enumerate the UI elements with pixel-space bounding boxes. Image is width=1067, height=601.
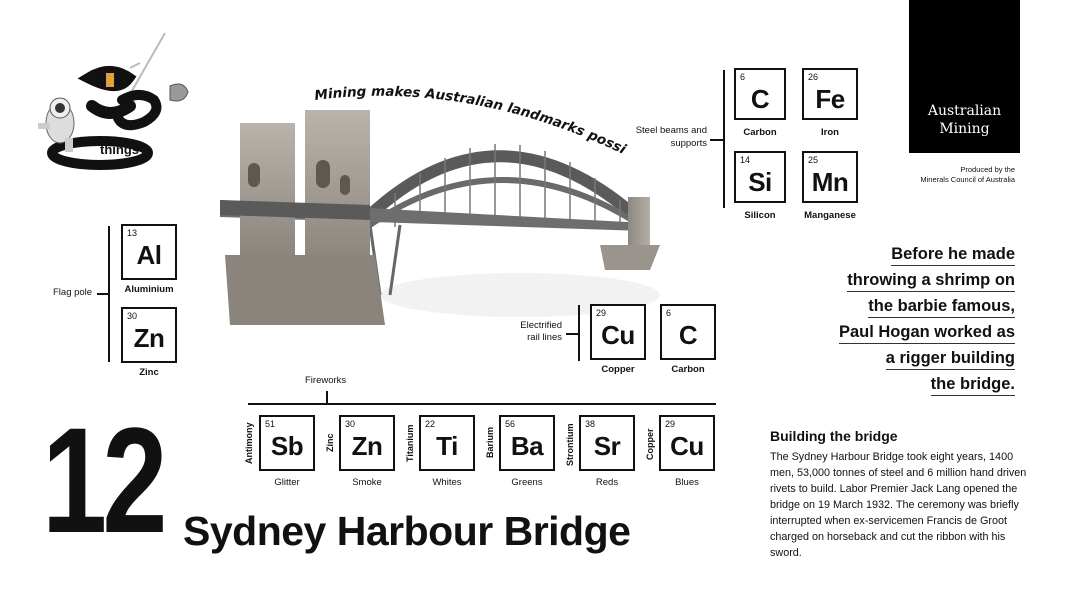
element-name: Aluminium bbox=[124, 284, 174, 295]
element-number: 29 bbox=[596, 308, 607, 318]
firework-effect: Blues bbox=[675, 477, 699, 488]
quote-line: Before he made bbox=[891, 245, 1015, 266]
element-name: Copper bbox=[601, 364, 635, 375]
element-number: 6 bbox=[740, 72, 746, 82]
element-symbol: Zn bbox=[133, 323, 165, 353]
firework-element-name: Titanium bbox=[405, 424, 415, 462]
element-name: Carbon bbox=[671, 364, 705, 375]
flag-label: Flag pole bbox=[53, 287, 93, 298]
element-strontium: 38 Sr bbox=[579, 415, 635, 471]
element-number: 26 bbox=[808, 72, 819, 82]
element-aluminium: 13 Al bbox=[121, 224, 177, 280]
element-number: 30 bbox=[345, 419, 356, 429]
steel-bracket-tick bbox=[710, 139, 723, 141]
flag-bracket-tick bbox=[97, 293, 108, 295]
element-titanium: 22 Ti bbox=[419, 415, 475, 471]
element-number: 22 bbox=[425, 419, 436, 429]
arc-caption: Mining makes Australian landmarks possib… bbox=[300, 80, 629, 158]
astronaut-badge-illustration bbox=[38, 32, 189, 170]
element-symbol: C bbox=[678, 320, 698, 350]
element-name: Carbon bbox=[743, 127, 777, 138]
element-zinc-fireworks: 30 Zn bbox=[339, 415, 395, 471]
firework-effect: Whites bbox=[432, 477, 462, 488]
svg-text:Mining makes Australian landma: Mining makes Australian landmarks possib… bbox=[300, 80, 629, 158]
produced-by: Produced by the Minerals Council of Aust… bbox=[920, 165, 1015, 184]
fireworks-bracket-tick bbox=[326, 391, 328, 403]
firework-element-name: Antimony bbox=[244, 422, 254, 465]
element-name: Silicon bbox=[744, 210, 776, 221]
landmark-number: 12 bbox=[42, 396, 167, 564]
element-number: 51 bbox=[265, 419, 276, 429]
quote-line: a rigger building bbox=[885, 349, 1015, 370]
quote-line: the bridge. bbox=[930, 375, 1015, 396]
badge-label: things bbox=[100, 142, 139, 157]
page-title: Sydney Harbour Bridge bbox=[183, 508, 631, 554]
firework-effect: Greens bbox=[511, 477, 543, 488]
element-symbol: C bbox=[750, 84, 770, 114]
element-number: 30 bbox=[127, 311, 138, 321]
element-symbol: Si bbox=[748, 167, 772, 197]
element-symbol: Al bbox=[136, 240, 163, 270]
element-number: 13 bbox=[127, 228, 138, 238]
steel-bracket-vertical bbox=[723, 70, 725, 208]
element-number: 29 bbox=[665, 419, 676, 429]
logo-line1: Australian bbox=[927, 103, 1002, 119]
element-silicon: 14 Si bbox=[734, 151, 786, 203]
element-name: Iron bbox=[821, 127, 839, 138]
element-antimony: 51 Sb bbox=[259, 415, 315, 471]
element-copper-fireworks: 29 Cu bbox=[659, 415, 715, 471]
element-number: 14 bbox=[740, 155, 751, 165]
element-manganese: 25 Mn bbox=[802, 151, 858, 203]
australian-mining-logo: Australian Mining bbox=[909, 0, 1020, 153]
firework-element-name: Strontium bbox=[565, 423, 575, 467]
firework-element-name: Zinc bbox=[325, 433, 335, 452]
rail-bracket-vertical bbox=[578, 305, 580, 361]
quote-line: throwing a shrimp on bbox=[847, 271, 1015, 292]
rail-label: Electrified rail lines bbox=[520, 320, 562, 343]
element-symbol: Cu bbox=[670, 431, 704, 461]
bridge-illustration bbox=[220, 105, 660, 335]
firework-element-name: Copper bbox=[645, 428, 655, 461]
element-symbol: Ti bbox=[436, 431, 458, 461]
element-copper: 29 Cu bbox=[590, 304, 646, 360]
element-iron: 26 Fe bbox=[802, 68, 858, 120]
element-number: 56 bbox=[505, 419, 516, 429]
firework-effect: Reds bbox=[595, 477, 619, 488]
quote-line: the barbie famous, bbox=[868, 297, 1015, 318]
element-number: 6 bbox=[666, 308, 672, 318]
element-symbol: Ba bbox=[510, 431, 544, 461]
fireworks-bracket-horizontal bbox=[248, 403, 716, 405]
story-heading: Building the bridge bbox=[770, 428, 898, 444]
firework-effect: Glitter bbox=[274, 477, 300, 488]
element-number: 38 bbox=[585, 419, 596, 429]
steel-label: Steel beams and supports bbox=[635, 125, 707, 149]
things-badge: things bbox=[30, 28, 195, 173]
element-symbol: Sr bbox=[593, 431, 621, 461]
fireworks-label: Fireworks bbox=[305, 375, 347, 386]
bridge-svg bbox=[220, 110, 660, 325]
element-zinc: 30 Zn bbox=[121, 307, 177, 363]
quote-line: Paul Hogan worked as bbox=[838, 323, 1015, 344]
arc-caption-text: Mining makes Australian landmarks possib… bbox=[300, 80, 629, 158]
element-symbol: Cu bbox=[601, 320, 635, 350]
element-number: 25 bbox=[808, 155, 819, 165]
logo-line2: Mining bbox=[939, 121, 990, 137]
rail-bracket-tick bbox=[566, 333, 578, 335]
element-name: Zinc bbox=[139, 367, 159, 378]
element-symbol: Fe bbox=[815, 84, 845, 114]
element-barium: 56 Ba bbox=[499, 415, 555, 471]
firework-effect: Smoke bbox=[352, 477, 382, 488]
element-symbol: Sb bbox=[270, 431, 304, 461]
element-carbon-rail: 6 C bbox=[660, 304, 716, 360]
element-symbol: Zn bbox=[351, 431, 383, 461]
element-name: Manganese bbox=[804, 210, 856, 221]
flag-bracket-vertical bbox=[108, 226, 110, 362]
element-symbol: Mn bbox=[811, 167, 849, 197]
story-body: The Sydney Harbour Bridge took eight yea… bbox=[770, 451, 1027, 559]
element-carbon: 6 C bbox=[734, 68, 786, 120]
firework-element-name: Barium bbox=[485, 426, 495, 458]
